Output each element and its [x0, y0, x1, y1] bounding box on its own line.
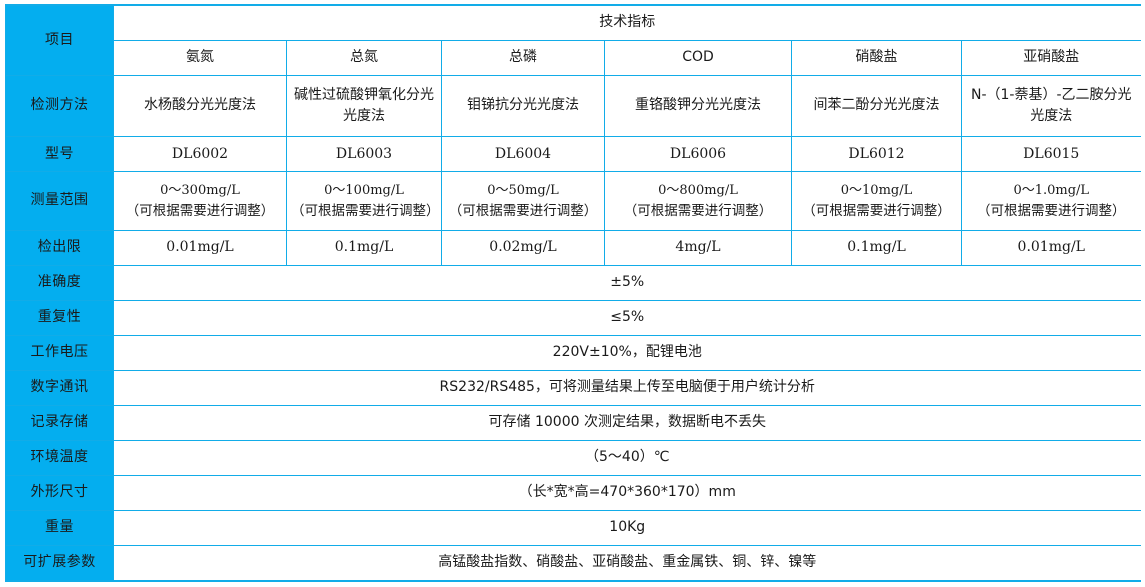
parameter-header-5: 亚硝酸盐 [961, 40, 1141, 77]
row-value-cell: 0～1.0mg/L （可根据需要进行调整） [961, 171, 1141, 232]
row-label: 检测方法 [5, 75, 114, 138]
table-row: 外形尺寸（长*宽*高=470*360*170）mm [5, 474, 1141, 511]
table-row: 检测方法水杨酸分光光度法碱性过硫酸钾氧化分光光度法钼锑抗分光光度法重铬酸钾分光光… [5, 75, 1141, 138]
range-note: （可根据需要进行调整） [623, 202, 773, 219]
row-value-cell: 0～100mg/L （可根据需要进行调整） [286, 171, 442, 232]
parameter-header-0: 氨氮 [113, 40, 287, 77]
row-value-cell: 0.01mg/L [961, 230, 1141, 266]
row-value-cell: 0～10mg/L （可根据需要进行调整） [791, 171, 962, 232]
row-value-cell: 0～300mg/L （可根据需要进行调整） [113, 171, 287, 232]
row-label: 型号 [5, 136, 114, 173]
row-label: 数字通讯 [5, 369, 114, 406]
row-value-full: 10Kg [113, 509, 1141, 546]
row-value-cell: DL6012 [791, 136, 962, 173]
range-note: （可根据需要进行调整） [977, 202, 1126, 219]
row-value-cell: 0～50mg/L （可根据需要进行调整） [441, 171, 605, 232]
row-value-full: （长*宽*高=470*360*170）mm [113, 474, 1141, 511]
row-label: 环境温度 [5, 439, 114, 476]
row-value-cell: DL6004 [441, 136, 605, 173]
row-value-cell: 4mg/L [604, 230, 792, 266]
row-label: 重复性 [5, 299, 114, 336]
range-note: （可根据需要进行调整） [291, 202, 440, 219]
row-label: 工作电压 [5, 334, 114, 371]
range-value: 0～300mg/L [160, 182, 240, 198]
parameter-header-4: 硝酸盐 [791, 40, 962, 77]
row-value-cell: 重铬酸钾分光光度法 [604, 75, 792, 138]
row-value-cell: DL6003 [286, 136, 442, 173]
row-value-full: 高锰酸盐指数、硝酸盐、亚硝酸盐、重金属铁、铜、锌、镍等 [113, 544, 1141, 582]
range-value: 0～100mg/L [324, 182, 404, 198]
row-label: 测量范围 [5, 171, 114, 232]
row-value-cell: 0.1mg/L [791, 230, 962, 266]
row-value-cell: 间苯二酚分光光度法 [791, 75, 962, 138]
table-row: 环境温度（5～40）℃ [5, 439, 1141, 476]
range-note: （可根据需要进行调整） [802, 202, 951, 219]
range-value: 0～10mg/L [840, 182, 913, 198]
table-header-row: 项目技术指标 [5, 4, 1141, 77]
row-value-full: 可存储 10000 次测定结果，数据断电不丢失 [113, 404, 1141, 441]
row-value-cell: 0.01mg/L [113, 230, 287, 266]
table-row: 测量范围 0～300mg/L （可根据需要进行调整） 0～100mg/L （可根据需要进… [5, 171, 1141, 232]
row-value-cell: 0.1mg/L [286, 230, 442, 266]
row-label: 可扩展参数 [5, 544, 114, 581]
row-value-cell: 碱性过硫酸钾氧化分光光度法 [286, 75, 442, 138]
row-value-cell: 0.02mg/L [441, 230, 605, 266]
table-row: 可扩展参数高锰酸盐指数、硝酸盐、亚硝酸盐、重金属铁、铜、锌、镍等 [5, 544, 1141, 582]
spec-group-title: 技术指标 [113, 4, 1141, 42]
parameter-header-1: 总氮 [286, 40, 442, 77]
row-value-cell: DL6006 [604, 136, 792, 173]
row-label: 外形尺寸 [5, 474, 114, 511]
row-value-cell: 水杨酸分光光度法 [113, 75, 287, 138]
row-value-full: RS232/RS485，可将测量结果上传至电脑便于用户统计分析 [113, 369, 1141, 406]
row-label: 重量 [5, 509, 114, 546]
range-value: 0～800mg/L [658, 182, 738, 198]
parameter-header-2: 总磷 [441, 40, 605, 77]
table-row: 重复性≤5% [5, 299, 1141, 336]
range-value: 0～1.0mg/L [1013, 182, 1090, 198]
range-note: （可根据需要进行调整） [125, 202, 275, 219]
table-row: 准确度±5% [5, 265, 1141, 301]
row-value-cell: 钼锑抗分光光度法 [441, 75, 605, 138]
row-value-full: ≤5% [113, 299, 1141, 336]
range-note: （可根据需要进行调整） [448, 202, 598, 219]
row-value-full: 220V±10%，配锂电池 [113, 334, 1141, 371]
row-label: 准确度 [5, 265, 114, 301]
table-row: 记录存储可存储 10000 次测定结果，数据断电不丢失 [5, 404, 1141, 441]
row-value-full: ±5% [113, 265, 1141, 301]
row-value-full: （5～40）℃ [113, 439, 1141, 476]
range-value: 0～50mg/L [487, 182, 559, 198]
row-value-cell: DL6015 [961, 136, 1141, 173]
row-label: 检出限 [5, 230, 114, 266]
row-value-cell: DL6002 [113, 136, 287, 173]
row-label: 记录存储 [5, 404, 114, 441]
row-value-cell: 0～800mg/L （可根据需要进行调整） [604, 171, 792, 232]
row-label-header: 项目 [5, 5, 114, 77]
parameter-header-3: COD [604, 40, 792, 77]
row-value-cell: N-（1-萘基）-乙二胺分光光度法 [961, 75, 1141, 138]
